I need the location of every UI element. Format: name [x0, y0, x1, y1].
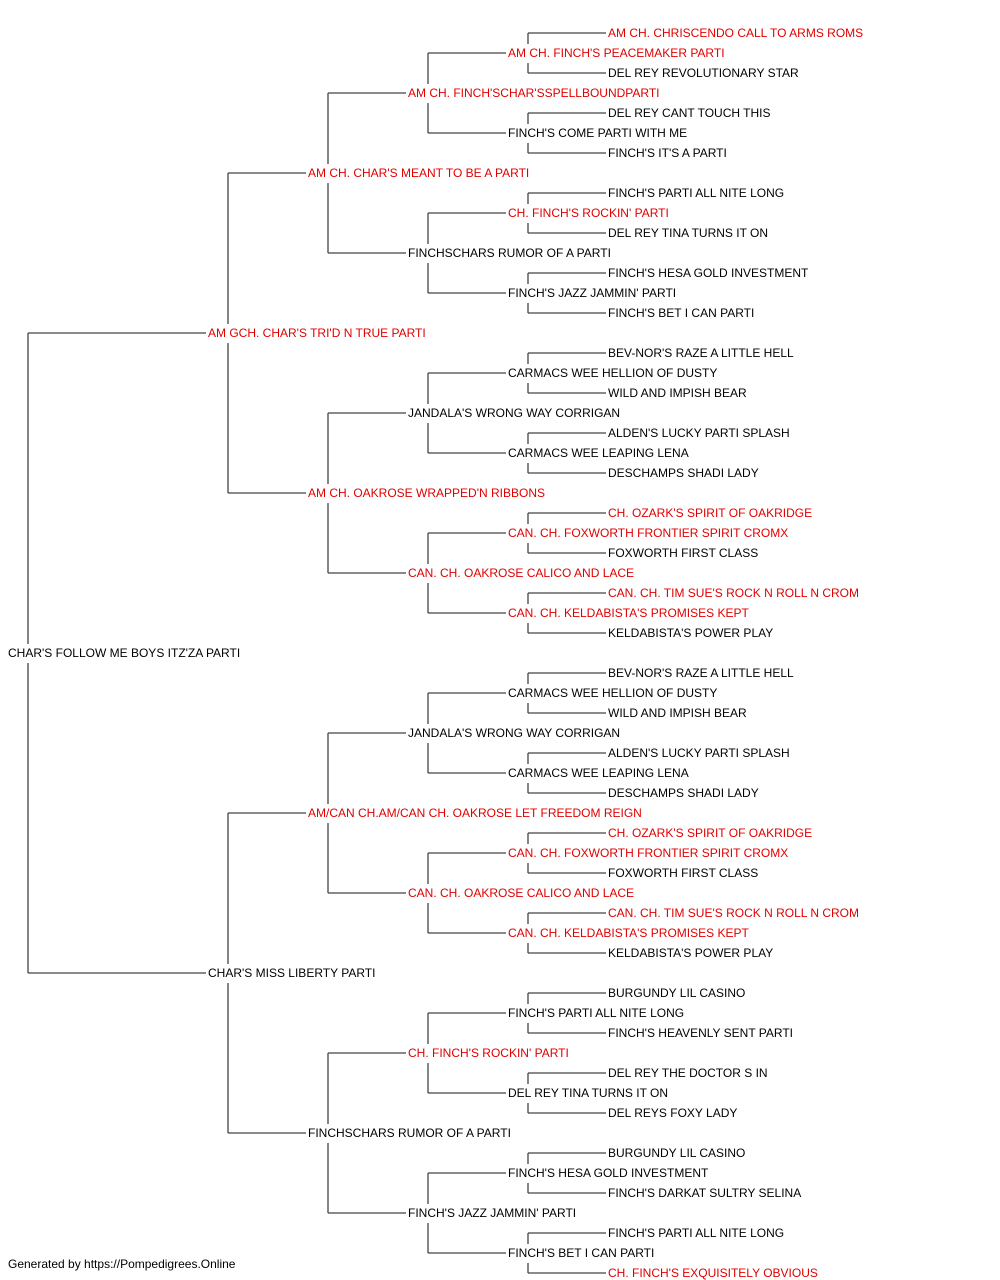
footer-credit: Generated by https://Pompedigrees.Online: [8, 1257, 236, 1271]
ancestor-name: FINCHSCHARS RUMOR OF A PARTI: [308, 1126, 511, 1140]
ancestor-name: CARMACS WEE LEAPING LENA: [508, 446, 689, 460]
ancestor-name: FOXWORTH FIRST CLASS: [608, 546, 758, 560]
ancestor-name: FINCH'S PARTI ALL NITE LONG: [608, 186, 784, 200]
ancestor-name: CAN. CH. FOXWORTH FRONTIER SPIRIT CROMX: [508, 846, 788, 860]
ancestor-name: AM/CAN CH.AM/CAN CH. OAKROSE LET FREEDOM…: [308, 806, 642, 820]
ancestor-name: AM CH. OAKROSE WRAPPED'N RIBBONS: [308, 486, 545, 500]
ancestor-name: AM GCH. CHAR'S TRI'D N TRUE PARTI: [208, 326, 426, 340]
ancestor-name: CARMACS WEE HELLION OF DUSTY: [508, 366, 717, 380]
ancestor-name: KELDABISTA'S POWER PLAY: [608, 946, 773, 960]
ancestor-name: FINCH'S HESA GOLD INVESTMENT: [608, 266, 809, 280]
ancestor-name: FINCHSCHARS RUMOR OF A PARTI: [408, 246, 611, 260]
ancestor-name: CAN. CH. FOXWORTH FRONTIER SPIRIT CROMX: [508, 526, 788, 540]
ancestor-name: CHAR'S MISS LIBERTY PARTI: [208, 966, 375, 980]
ancestor-name: CH. FINCH'S EXQUISITELY OBVIOUS: [608, 1266, 818, 1280]
ancestor-name: CH. OZARK'S SPIRIT OF OAKRIDGE: [608, 826, 812, 840]
ancestor-name: FINCH'S PARTI ALL NITE LONG: [608, 1226, 784, 1240]
ancestor-name: CH. OZARK'S SPIRIT OF OAKRIDGE: [608, 506, 812, 520]
ancestor-name: DEL REY REVOLUTIONARY STAR: [608, 66, 799, 80]
ancestor-name: CH. FINCH'S ROCKIN' PARTI: [408, 1046, 569, 1060]
ancestor-name: DESCHAMPS SHADI LADY: [608, 786, 759, 800]
ancestor-name: BURGUNDY LIL CASINO: [608, 1146, 745, 1160]
ancestor-name: FINCH'S HEAVENLY SENT PARTI: [608, 1026, 793, 1040]
ancestor-name: WILD AND IMPISH BEAR: [608, 706, 747, 720]
ancestor-name: ALDEN'S LUCKY PARTI SPLASH: [608, 746, 790, 760]
ancestor-name: FINCH'S IT'S A PARTI: [608, 146, 727, 160]
ancestor-name: DEL REY TINA TURNS IT ON: [608, 226, 768, 240]
ancestor-name: FOXWORTH FIRST CLASS: [608, 866, 758, 880]
ancestor-name: DEL REY TINA TURNS IT ON: [508, 1086, 668, 1100]
ancestor-name: DEL REY THE DOCTOR S IN: [608, 1066, 768, 1080]
ancestor-name: CAN. CH. OAKROSE CALICO AND LACE: [408, 566, 634, 580]
ancestor-name: FINCH'S JAZZ JAMMIN' PARTI: [408, 1206, 576, 1220]
ancestor-name: FINCH'S BET I CAN PARTI: [508, 1246, 654, 1260]
ancestor-name: CAN. CH. KELDABISTA'S PROMISES KEPT: [508, 606, 749, 620]
ancestor-name: AM CH. FINCH'SCHAR'SSPELLBOUNDPARTI: [408, 86, 660, 100]
ancestor-name: ALDEN'S LUCKY PARTI SPLASH: [608, 426, 790, 440]
ancestor-name: CAN. CH. TIM SUE'S ROCK N ROLL N CROM: [608, 586, 859, 600]
ancestor-name: JANDALA'S WRONG WAY CORRIGAN: [408, 406, 620, 420]
ancestor-name: WILD AND IMPISH BEAR: [608, 386, 747, 400]
ancestor-name: CAN. CH. TIM SUE'S ROCK N ROLL N CROM: [608, 906, 859, 920]
ancestor-name: FINCH'S BET I CAN PARTI: [608, 306, 754, 320]
ancestor-name: BEV-NOR'S RAZE A LITTLE HELL: [608, 346, 794, 360]
ancestor-name: CARMACS WEE LEAPING LENA: [508, 766, 689, 780]
ancestor-name: FINCH'S HESA GOLD INVESTMENT: [508, 1166, 709, 1180]
ancestor-name: FINCH'S JAZZ JAMMIN' PARTI: [508, 286, 676, 300]
ancestor-name: DESCHAMPS SHADI LADY: [608, 466, 759, 480]
ancestor-name: FINCH'S COME PARTI WITH ME: [508, 126, 687, 140]
ancestor-name: FINCH'S PARTI ALL NITE LONG: [508, 1006, 684, 1020]
ancestor-name: AM CH. FINCH'S PEACEMAKER PARTI: [508, 46, 725, 60]
ancestor-name: CARMACS WEE HELLION OF DUSTY: [508, 686, 717, 700]
subject-dog-name: CHAR'S FOLLOW ME BOYS ITZ'ZA PARTI: [8, 646, 240, 660]
ancestor-name: FINCH'S DARKAT SULTRY SELINA: [608, 1186, 801, 1200]
ancestor-name: JANDALA'S WRONG WAY CORRIGAN: [408, 726, 620, 740]
ancestor-name: AM CH. CHAR'S MEANT TO BE A PARTI: [308, 166, 529, 180]
ancestor-name: CAN. CH. KELDABISTA'S PROMISES KEPT: [508, 926, 749, 940]
ancestor-name: DEL REY CANT TOUCH THIS: [608, 106, 771, 120]
ancestor-name: BURGUNDY LIL CASINO: [608, 986, 745, 1000]
ancestor-name: CH. FINCH'S ROCKIN' PARTI: [508, 206, 669, 220]
ancestor-name: DEL REYS FOXY LADY: [608, 1106, 737, 1120]
ancestor-name: KELDABISTA'S POWER PLAY: [608, 626, 773, 640]
ancestor-name: BEV-NOR'S RAZE A LITTLE HELL: [608, 666, 794, 680]
ancestor-name: AM CH. CHRISCENDO CALL TO ARMS ROMS: [608, 26, 863, 40]
ancestor-name: CAN. CH. OAKROSE CALICO AND LACE: [408, 886, 634, 900]
